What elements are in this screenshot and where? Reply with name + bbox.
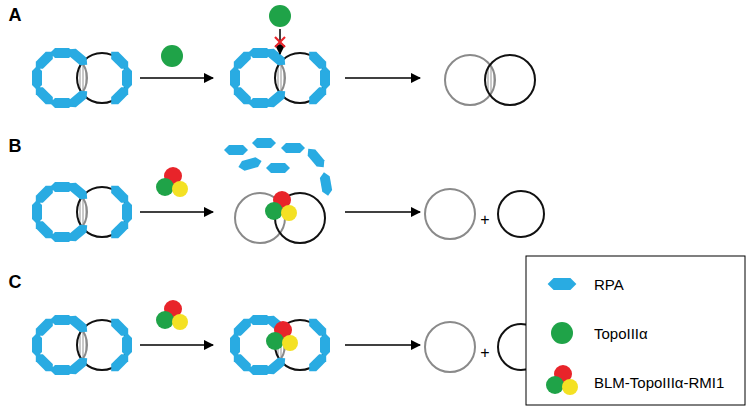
rpa-coated-hemicatenane (32, 45, 132, 110)
legend-sample (548, 278, 577, 290)
dna-circle (425, 322, 475, 372)
released-rpa (224, 138, 333, 197)
panel-letter: A (9, 5, 22, 26)
reaction-arrow (345, 344, 420, 346)
rpa-coated-hemicatenane (32, 312, 132, 377)
legend-text: TopoIIIα (594, 325, 648, 342)
dna-circle (425, 189, 475, 239)
plus-sign: + (480, 211, 489, 229)
panel-letter: C (9, 272, 22, 293)
block-cross (275, 37, 285, 47)
hemicatenane (445, 55, 535, 105)
plus-sign: + (480, 344, 489, 362)
reaction-arrow (140, 77, 213, 79)
btr-complex (265, 191, 297, 221)
reaction-arrow (140, 211, 213, 213)
dna-circle (498, 191, 544, 237)
rpa-coated-hemicatenane (230, 45, 330, 110)
btr-complex (156, 300, 188, 330)
reaction-arrow (345, 211, 420, 213)
legend-text: RPA (594, 276, 624, 293)
btr-complex (266, 321, 298, 351)
legend-sample (551, 322, 573, 344)
reaction-arrow (140, 344, 213, 346)
reaction-arrow (345, 77, 420, 79)
rpa-coated-hemicatenane (32, 179, 132, 244)
legend-box (526, 256, 745, 405)
panel-letter: B (9, 136, 22, 157)
topo-protein (161, 45, 183, 67)
btr-complex (156, 167, 188, 197)
topo-protein (269, 5, 291, 27)
rpa-coated-hemicatenane (230, 312, 330, 377)
legend-sample (546, 365, 578, 395)
legend-text: BLM-TopoIIIα-RMI1 (594, 374, 724, 391)
